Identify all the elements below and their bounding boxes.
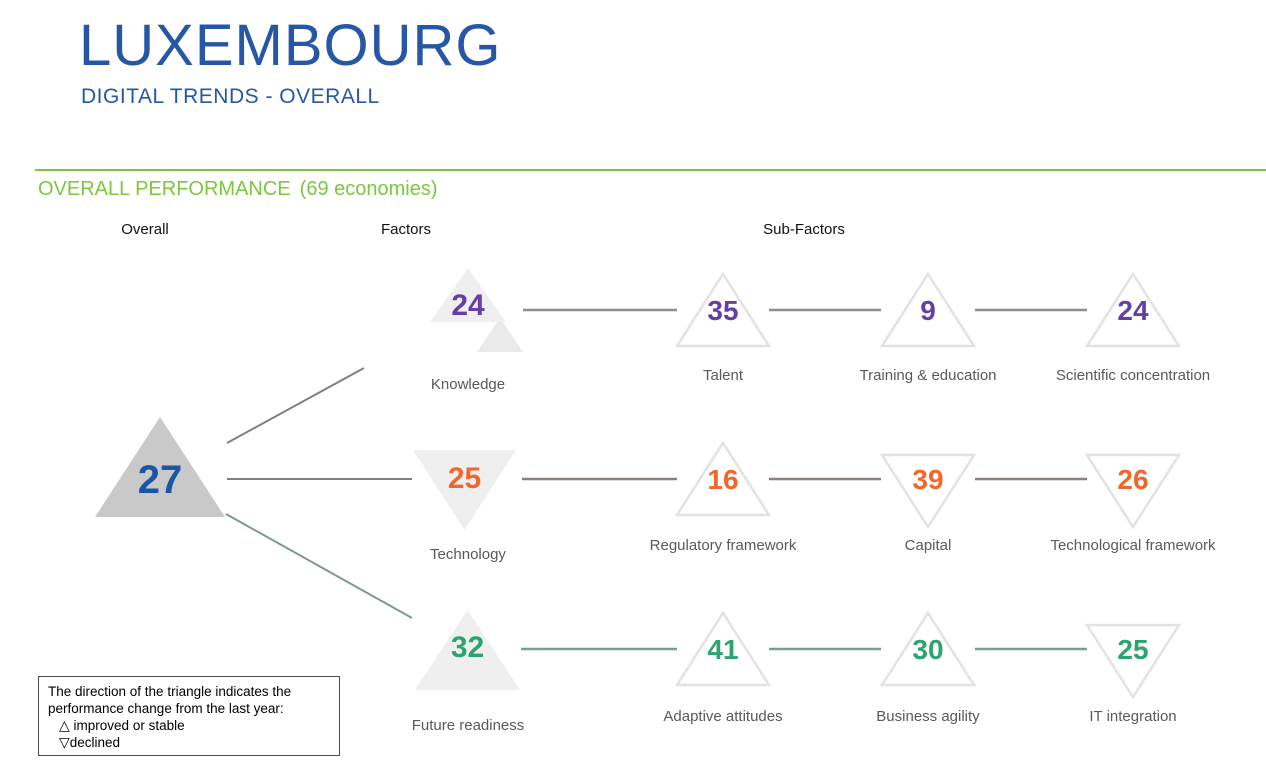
factor-node-future-readiness: 32 — [415, 610, 520, 690]
triangle-up-icon — [1087, 274, 1179, 346]
section-title: OVERALL PERFORMANCE (69 economies) — [38, 178, 438, 201]
column-header-subfactors: Sub-Factors — [763, 221, 845, 238]
legend-box: The direction of the triangle indicates … — [38, 676, 340, 756]
subfactor-node-business-agility: 30 — [882, 613, 974, 685]
subfactor-node-technological-framework: 26 — [1087, 455, 1179, 527]
subfactor-rank-training-education: 9 — [920, 295, 936, 326]
subfactor-node-scientific-concentration: 24 — [1087, 274, 1179, 346]
section-title-text: OVERALL PERFORMANCE — [38, 178, 291, 200]
factor-label-future-readiness: Future readiness — [411, 717, 525, 734]
factor-rank-knowledge: 24 — [451, 289, 485, 322]
subfactor-label-talent: Talent — [702, 367, 744, 384]
triangle-down-icon: ▽ — [59, 734, 70, 750]
column-header-overall: Overall — [121, 221, 169, 238]
subfactor-node-it-integration: 25 — [1087, 625, 1179, 697]
factor-rank-future-readiness: 32 — [450, 631, 485, 664]
legend-improved-item: △ improved or stable — [48, 717, 330, 734]
triangle-up-icon — [677, 274, 769, 346]
subfactor-rank-talent: 35 — [707, 295, 739, 326]
factor-node-technology: 25 — [413, 450, 516, 530]
legend-declined-label: declined — [69, 735, 121, 750]
legend-line-2: performance change from the last year: — [48, 701, 284, 716]
subfactor-label-technological-framework: Technological framework — [1050, 537, 1216, 554]
economies-count: (69 economies) — [299, 178, 438, 200]
subfactor-node-adaptive-attitudes: 41 — [677, 613, 769, 685]
subfactor-rank-scientific-concentration: 24 — [1117, 295, 1149, 326]
subfactor-node-regulatory-framework: 16 — [677, 443, 769, 515]
factor-node-knowledge: 24 — [430, 268, 506, 322]
subfactor-rank-it-integration: 25 — [1117, 634, 1149, 665]
subfactor-node-capital: 39 — [882, 455, 974, 527]
subfactor-label-scientific-concentration: Scientific concentration — [1055, 367, 1211, 384]
subfactor-rank-adaptive-attitudes: 41 — [707, 634, 739, 665]
triangle-up-icon — [882, 274, 974, 346]
triangle-up-icon — [477, 318, 523, 352]
subfactor-node-talent: 35 — [677, 274, 769, 346]
report-subtitle: DIGITAL TRENDS - OVERALL — [81, 85, 380, 108]
subfactor-label-adaptive-attitudes: Adaptive attitudes — [663, 708, 783, 725]
subfactor-rank-business-agility: 30 — [912, 634, 944, 665]
factor-label-technology: Technology — [430, 546, 506, 563]
triangle-down-icon — [1087, 625, 1179, 697]
triangle-up-icon — [677, 443, 769, 515]
triangle-up-icon — [677, 613, 769, 685]
subfactor-rank-capital: 39 — [912, 464, 944, 495]
legend-improved-label: improved or stable — [73, 718, 185, 733]
overall-rank: 27 — [137, 458, 183, 502]
knowledge-shadow-triangle — [477, 318, 523, 352]
subfactor-rank-technological-framework: 26 — [1117, 464, 1149, 495]
section-divider — [35, 169, 1266, 171]
triangle-up-icon — [415, 610, 520, 690]
subfactor-label-training-education: Training & education — [859, 367, 997, 384]
legend-declined-item: ▽declined — [48, 734, 330, 751]
column-header-factors: Factors — [380, 221, 431, 238]
country-title: LUXEMBOURG — [79, 13, 502, 78]
subfactor-rank-regulatory-framework: 16 — [707, 464, 739, 495]
subfactor-label-regulatory-framework: Regulatory framework — [649, 537, 797, 554]
triangle-down-icon — [882, 455, 974, 527]
factor-label-knowledge: Knowledge — [430, 376, 506, 393]
subfactor-label-it-integration: IT integration — [1089, 708, 1177, 725]
overall-node: 27 — [95, 417, 225, 517]
legend-line-1: The direction of the triangle indicates … — [48, 684, 292, 699]
triangle-up-icon — [430, 268, 506, 322]
factor-rank-technology: 25 — [447, 462, 482, 495]
subfactor-label-business-agility: Business agility — [876, 708, 980, 725]
subfactor-node-training-education: 9 — [882, 274, 974, 346]
triangle-up-icon: △ — [59, 717, 70, 733]
triangle-up-icon — [882, 613, 974, 685]
triangle-down-icon — [413, 450, 516, 530]
triangle-down-icon — [1087, 455, 1179, 527]
triangle-up-icon — [95, 417, 225, 517]
subfactor-label-capital: Capital — [904, 537, 952, 554]
